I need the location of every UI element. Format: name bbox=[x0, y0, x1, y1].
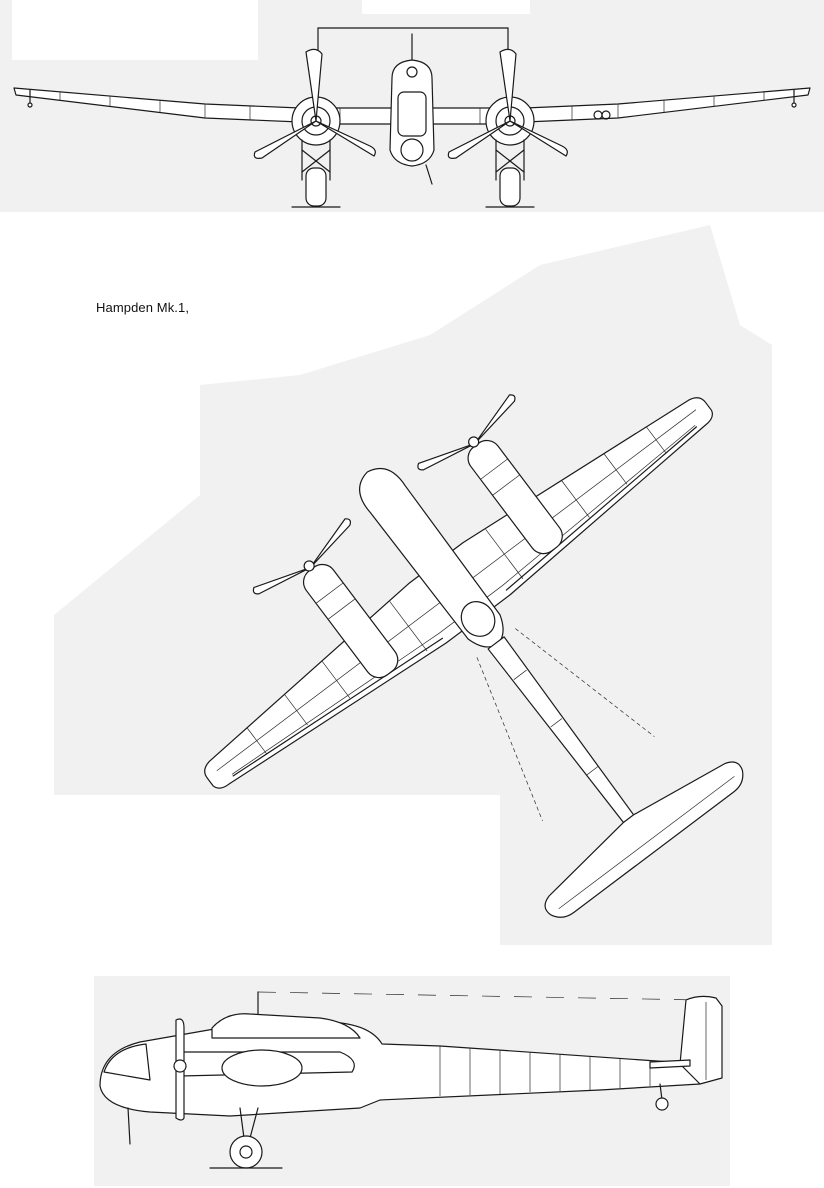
nose-gun bbox=[127, 1107, 131, 1145]
fin-rudder bbox=[679, 995, 723, 1085]
propeller-blade bbox=[499, 48, 517, 122]
propeller-blade bbox=[417, 442, 476, 471]
propeller-blade bbox=[474, 394, 516, 445]
tailplane bbox=[544, 761, 744, 918]
cockpit-canopy bbox=[211, 1013, 361, 1039]
scan-blank-patch bbox=[12, 0, 258, 60]
turret bbox=[406, 66, 418, 78]
plan-view bbox=[54, 225, 772, 945]
propeller-blade bbox=[253, 120, 317, 159]
propeller-side bbox=[173, 1018, 187, 1121]
main-gear-right bbox=[485, 139, 535, 208]
propeller-blade bbox=[447, 120, 511, 159]
tailplane-side bbox=[649, 1059, 691, 1069]
propeller-blade bbox=[315, 120, 376, 157]
main-gear-left bbox=[291, 139, 341, 208]
side-view bbox=[94, 976, 730, 1186]
dorsal-turret bbox=[460, 601, 496, 637]
propeller-blade bbox=[309, 518, 352, 569]
fuselage-side bbox=[99, 1021, 701, 1117]
nose-glazing bbox=[400, 138, 424, 162]
fuselage-front bbox=[389, 59, 435, 185]
aircraft-plan bbox=[204, 394, 744, 918]
front-view bbox=[0, 0, 824, 212]
propeller-blade bbox=[305, 48, 323, 122]
wing-root bbox=[221, 1049, 303, 1087]
nacelle-left bbox=[252, 518, 399, 679]
nacelle-right bbox=[417, 394, 563, 555]
propeller-blade bbox=[509, 120, 568, 157]
fuselage-pod bbox=[359, 468, 504, 648]
drawing-title: Hampden Mk.1, bbox=[96, 300, 190, 315]
flap-hatching bbox=[232, 426, 698, 777]
fuselage-frames bbox=[439, 1046, 651, 1096]
engine-right bbox=[447, 48, 568, 159]
nose-glazing bbox=[103, 1043, 151, 1081]
propeller-blade bbox=[252, 566, 311, 595]
tail-wheel bbox=[655, 1083, 669, 1111]
engine-left bbox=[253, 48, 376, 159]
main-wheel bbox=[209, 1107, 283, 1169]
scan-blank-patch bbox=[362, 0, 530, 14]
